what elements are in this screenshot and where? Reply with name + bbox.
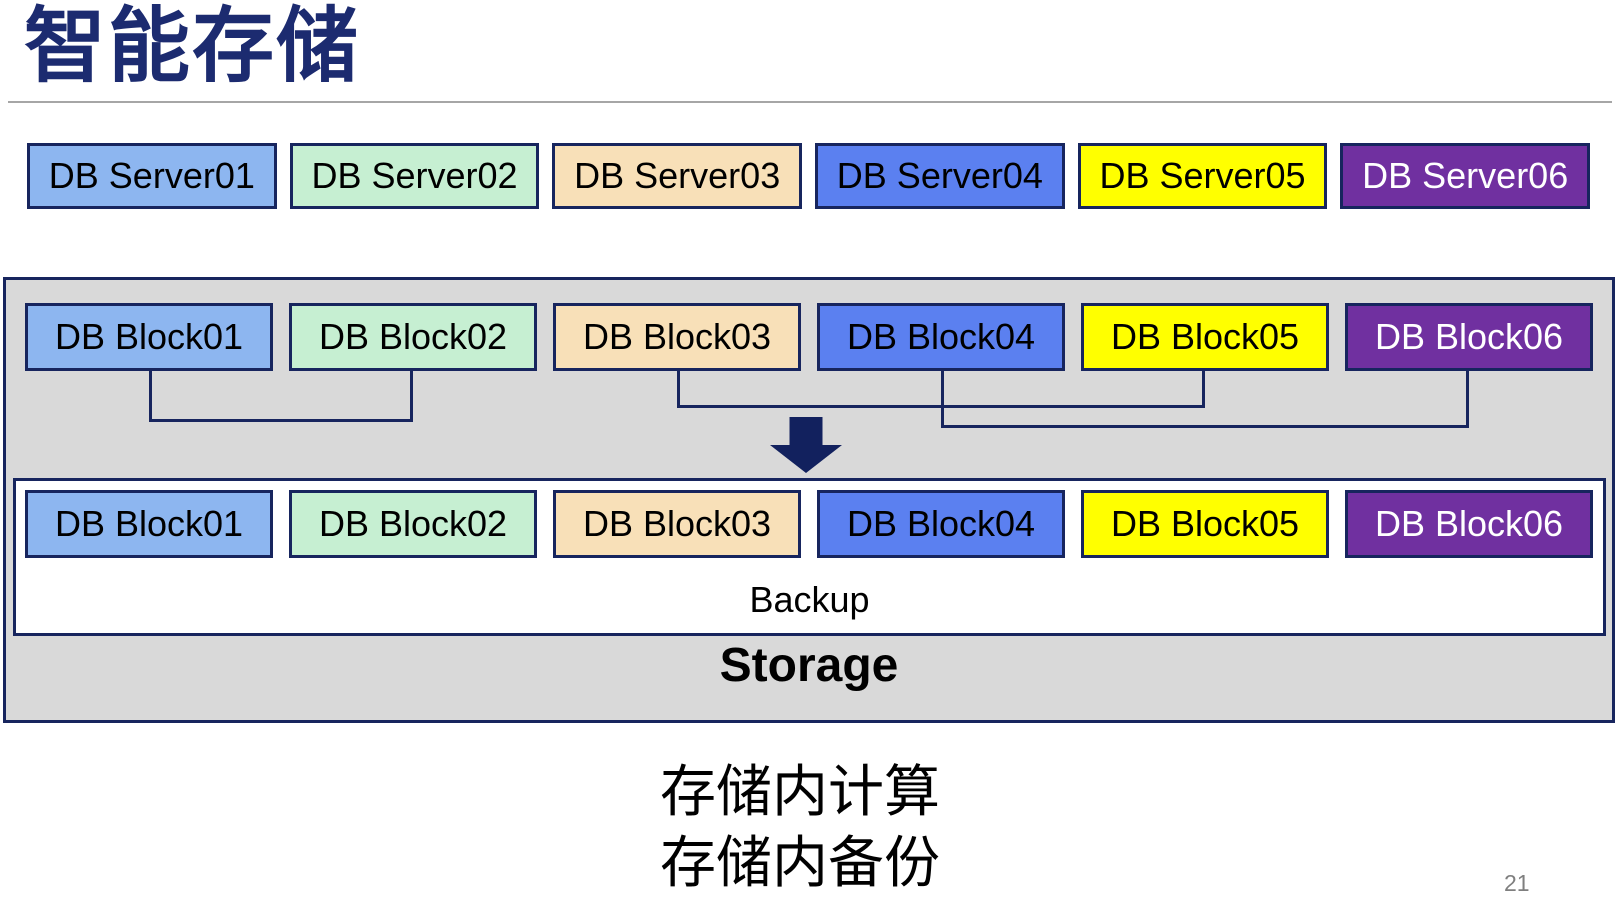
caption-line-2: 存储内备份	[660, 831, 940, 895]
down-arrow-shape	[770, 417, 842, 473]
db-block-bottom-01: DB Block01	[25, 490, 273, 558]
connector-block04-block06	[941, 371, 1469, 428]
caption-line-1: 存储内计算	[660, 760, 940, 823]
connector-block01-block02	[149, 371, 413, 422]
db-block-label: DB Block02	[318, 316, 508, 357]
db-block-label: DB Block01	[54, 503, 244, 544]
db-server-box-04: DB Server04	[815, 143, 1065, 209]
db-block-top-03: DB Block03	[553, 303, 801, 371]
db-block-label: DB Block05	[1110, 503, 1300, 544]
db-block-top-04: DB Block04	[817, 303, 1065, 371]
db-block-label: DB Block05	[1110, 316, 1300, 357]
db-block-bottom-04: DB Block04	[817, 490, 1065, 558]
db-server-box-05: DB Server05	[1077, 143, 1328, 209]
db-block-bottom-05: DB Block05	[1081, 490, 1329, 558]
db-block-label: DB Block04	[846, 316, 1036, 357]
db-server-label: DB Server02	[311, 155, 518, 196]
db-block-label: DB Block02	[318, 503, 508, 544]
db-server-label: DB Server06	[1362, 155, 1569, 196]
db-block-row-source: DB Block01 DB Block02 DB Block03 DB Bloc…	[25, 303, 1593, 371]
db-block-bottom-02: DB Block02	[289, 490, 537, 558]
title-divider	[8, 101, 1612, 103]
db-server-label: DB Server05	[1099, 155, 1306, 196]
db-block-label: DB Block01	[54, 316, 244, 357]
db-block-top-06: DB Block06	[1345, 303, 1593, 371]
db-block-label: DB Block04	[846, 503, 1036, 544]
db-block-label: DB Block03	[582, 503, 772, 544]
db-block-bottom-06: DB Block06	[1345, 490, 1593, 558]
db-block-label: DB Block06	[1374, 316, 1564, 357]
storage-label: Storage	[719, 639, 899, 692]
db-block-row-backup: DB Block01 DB Block02 DB Block03 DB Bloc…	[25, 490, 1593, 558]
caption: 存储内计算 存储内备份	[0, 756, 1600, 898]
backup-box	[13, 478, 1606, 636]
page-number: 21	[1504, 870, 1530, 896]
db-server-box-02: DB Server02	[289, 143, 540, 209]
db-server-box-06: DB Server06	[1340, 143, 1591, 209]
db-block-top-05: DB Block05	[1081, 303, 1329, 371]
down-arrow-icon	[770, 417, 842, 473]
db-server-label: DB Server01	[48, 155, 255, 196]
db-server-label: DB Server04	[836, 155, 1043, 196]
db-server-label: DB Server03	[574, 155, 781, 196]
db-block-label: DB Block03	[582, 316, 772, 357]
backup-label: Backup	[749, 579, 870, 620]
storage-container: DB Block01 DB Block02 DB Block03 DB Bloc…	[3, 277, 1615, 723]
db-block-bottom-03: DB Block03	[553, 490, 801, 558]
db-block-top-01: DB Block01	[25, 303, 273, 371]
db-server-row: DB Server01 DB Server02 DB Server03 DB S…	[27, 143, 1591, 209]
db-block-top-02: DB Block02	[289, 303, 537, 371]
db-server-box-01: DB Server01	[27, 143, 277, 209]
slide-title: 智能存储	[24, 1, 361, 92]
db-server-box-03: DB Server03	[552, 143, 803, 209]
db-block-label: DB Block06	[1374, 503, 1564, 544]
